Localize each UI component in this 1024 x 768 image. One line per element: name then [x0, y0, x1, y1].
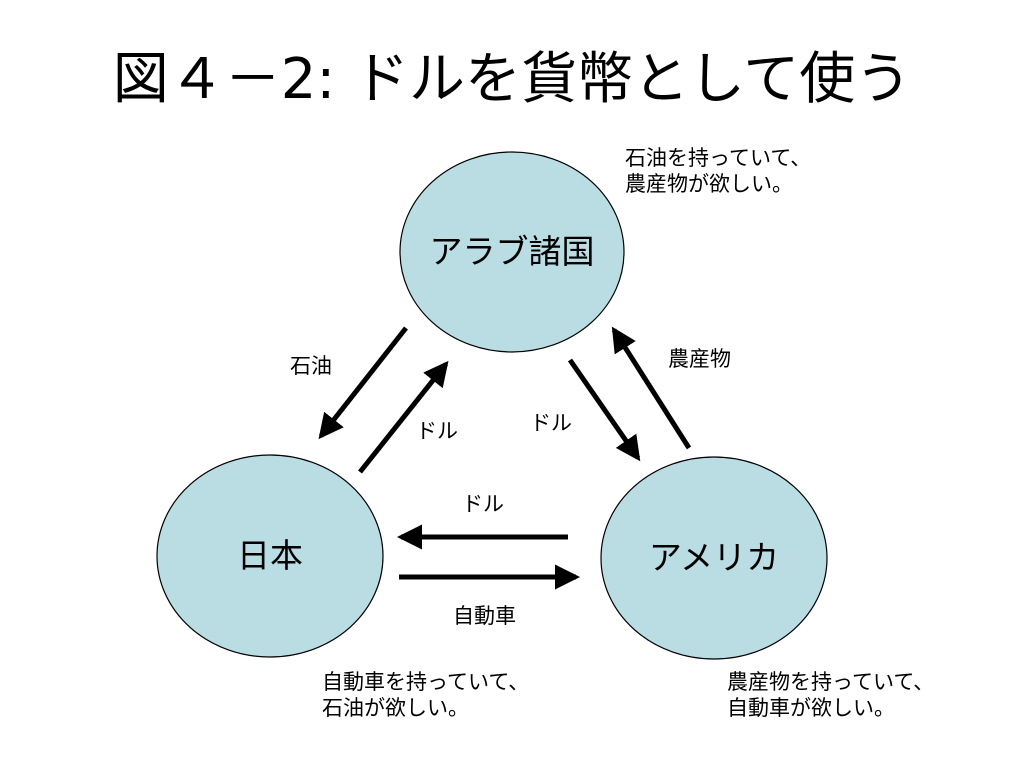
note-arab-line-1: 石油を持っていて、: [625, 146, 812, 170]
note-america-line-1: 農産物を持っていて、: [727, 670, 935, 694]
note-japan-line-1: 自動車を持っていて、: [322, 670, 530, 694]
node-japan-circle: [156, 454, 384, 658]
flow-label-car: 自動車: [453, 604, 516, 628]
note-america-line-2: 自動車が欲しい。: [727, 696, 895, 720]
arrow-dollar-japan-to-arab: [358, 360, 449, 474]
arrow-oil-arab-to-japan: [318, 326, 408, 440]
note-america: 農産物を持っていて、 自動車が欲しい。: [727, 669, 934, 721]
arrow-produce-america-to-arab: [611, 326, 692, 450]
flow-label-produce: 農産物: [668, 347, 731, 371]
flow-label-dollar-to-japan: ドル: [462, 492, 504, 516]
flow-label-dollar-to-arab: ドル: [416, 419, 458, 443]
arrow-dollar-arab-to-america: [567, 358, 641, 462]
node-america-circle: [600, 456, 828, 660]
node-arab-label: アラブ諸国: [429, 232, 595, 271]
node-japan-label: 日本: [237, 536, 303, 575]
page-title: 図４－2: ドルを貨幣として使う: [112, 47, 912, 112]
note-japan: 自動車を持っていて、 石油が欲しい。: [322, 669, 529, 721]
flow-label-dollar-to-america: ドル: [530, 411, 572, 435]
node-america-label: アメリカ: [648, 538, 780, 577]
flow-label-oil: 石油: [290, 354, 332, 378]
note-japan-line-2: 石油が欲しい。: [322, 696, 469, 720]
node-arab-circle: [399, 151, 625, 353]
note-arab-line-2: 農産物が欲しい。: [625, 172, 793, 196]
note-arab: 石油を持っていて、 農産物が欲しい。: [625, 145, 811, 197]
